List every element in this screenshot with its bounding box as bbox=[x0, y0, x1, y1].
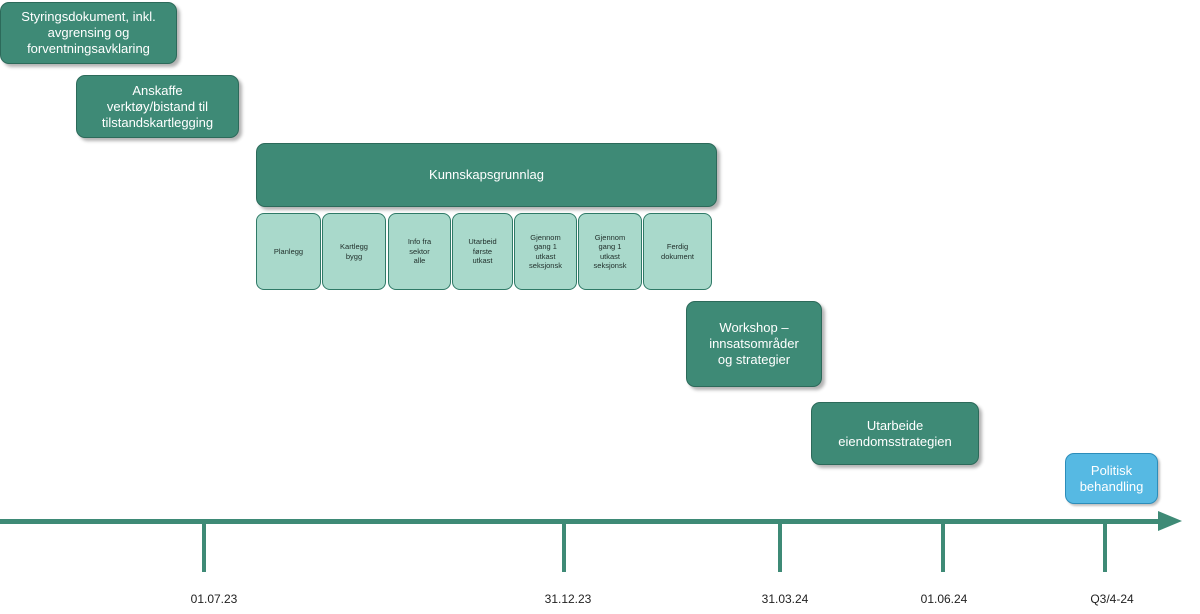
substep-info-fra-sektor: Info fra sektor alle bbox=[388, 213, 451, 290]
tick-label-q3-4-24: Q3/4-24 bbox=[1090, 592, 1134, 606]
timeline-tick bbox=[562, 524, 566, 572]
tick-label-01-06-24: 01.06.24 bbox=[920, 592, 968, 606]
substep-label: Kartlegg bygg bbox=[340, 242, 368, 261]
timeline-tick bbox=[1103, 524, 1107, 572]
phase-styringsdokument: Styringsdokument, inkl. avgrensing og fo… bbox=[0, 2, 177, 64]
substep-utarbeid-utkast: Utarbeid første utkast bbox=[452, 213, 513, 290]
substep-gjennomgang-2: Gjennom gang 1 utkast seksjonsk bbox=[578, 213, 642, 290]
phase-anskaffe: Anskaffe verktøy/bistand til tilstandska… bbox=[76, 75, 239, 138]
tick-label-01-07-23: 01.07.23 bbox=[190, 592, 238, 606]
substep-label: Ferdig dokument bbox=[661, 242, 694, 261]
substep-label: Info fra sektor alle bbox=[407, 237, 432, 266]
phase-kunnskapsgrunnlag: Kunnskapsgrunnlag bbox=[256, 143, 717, 207]
phase-label: Utarbeide eiendomsstrategien bbox=[838, 417, 952, 449]
tick-label-31-12-23: 31.12.23 bbox=[544, 592, 592, 606]
phase-label: Workshop – innsatsområder og strategier bbox=[709, 320, 799, 367]
substep-label: Gjennom gang 1 utkast seksjonsk bbox=[529, 232, 562, 271]
timeline-tick bbox=[202, 524, 206, 572]
substep-planlegg: Planlegg bbox=[256, 213, 321, 290]
phase-label: Styringsdokument, inkl. avgrensing og fo… bbox=[21, 9, 156, 56]
substep-label: Gjennom gang 1 utkast seksjonsk bbox=[593, 232, 627, 271]
timeline-tick bbox=[778, 524, 782, 572]
substep-label: Planlegg bbox=[273, 246, 304, 256]
substep-label: Utarbeid første utkast bbox=[468, 237, 497, 266]
substep-kartlegg-bygg: Kartlegg bygg bbox=[322, 213, 386, 290]
tick-label-31-03-24: 31.03.24 bbox=[761, 592, 809, 606]
phase-label: Anskaffe verktøy/bistand til tilstandska… bbox=[101, 82, 214, 130]
phase-workshop: Workshop – innsatsområder og strategier bbox=[686, 301, 822, 387]
timeline-axis bbox=[0, 519, 1162, 524]
phase-label: Politisk behandling bbox=[1079, 462, 1144, 494]
timeline-arrowhead bbox=[1158, 511, 1182, 531]
phase-label: Kunnskapsgrunnlag bbox=[429, 167, 544, 182]
phase-utarbeide: Utarbeide eiendomsstrategien bbox=[811, 402, 979, 465]
timeline-tick bbox=[941, 524, 945, 572]
substep-ferdig-dokument: Ferdig dokument bbox=[643, 213, 712, 290]
substep-gjennomgang-1: Gjennom gang 1 utkast seksjonsk bbox=[514, 213, 577, 290]
phase-politisk-behandling: Politisk behandling bbox=[1065, 453, 1158, 504]
